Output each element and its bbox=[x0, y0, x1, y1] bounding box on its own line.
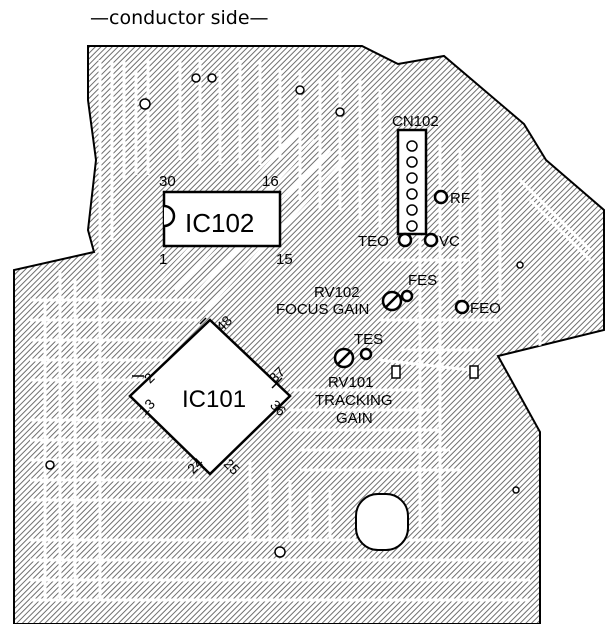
rv101-ref-label: RV101 bbox=[328, 374, 374, 391]
ic102-pin-15: 15 bbox=[276, 251, 293, 268]
ic101-label: IC101 bbox=[182, 386, 246, 413]
rf-test-point-icon bbox=[433, 189, 449, 205]
teo-label: TEO bbox=[358, 233, 389, 250]
vc-label: VC bbox=[439, 233, 460, 250]
ic102-pin-1: 1 bbox=[159, 251, 167, 268]
ic102-outline bbox=[162, 190, 282, 248]
vc-test-point-icon bbox=[423, 232, 439, 248]
rv102-pot-icon bbox=[381, 290, 403, 312]
tes-test-point-icon bbox=[359, 347, 373, 361]
ic102-pin-30: 30 bbox=[159, 173, 176, 190]
diagram-caption: —conductor side— bbox=[90, 7, 269, 29]
large-pad bbox=[355, 493, 409, 551]
fes-label: FES bbox=[408, 272, 437, 289]
ic102-pin-16: 16 bbox=[262, 173, 279, 190]
rv102-ref-label: RV102 bbox=[314, 284, 360, 301]
circuit-board bbox=[13, 45, 605, 624]
ic101-outline bbox=[128, 317, 292, 476]
rf-label: RF bbox=[450, 190, 470, 207]
cn102-connector bbox=[396, 128, 428, 236]
fes-test-point-icon bbox=[400, 289, 414, 303]
teo-test-point-icon bbox=[397, 232, 413, 248]
feo-label: FEO bbox=[470, 300, 501, 317]
ic102-label: IC102 bbox=[185, 208, 254, 238]
rv101-func-label-1: TRACKING bbox=[315, 392, 393, 409]
rv102-func-label: FOCUS GAIN bbox=[276, 301, 369, 318]
feo-test-point-icon bbox=[454, 299, 470, 315]
tes-label: TES bbox=[354, 331, 383, 348]
rv101-func-label-2: GAIN bbox=[336, 410, 373, 427]
cn102-label: CN102 bbox=[392, 113, 439, 130]
rv101-pot-icon bbox=[333, 347, 355, 369]
